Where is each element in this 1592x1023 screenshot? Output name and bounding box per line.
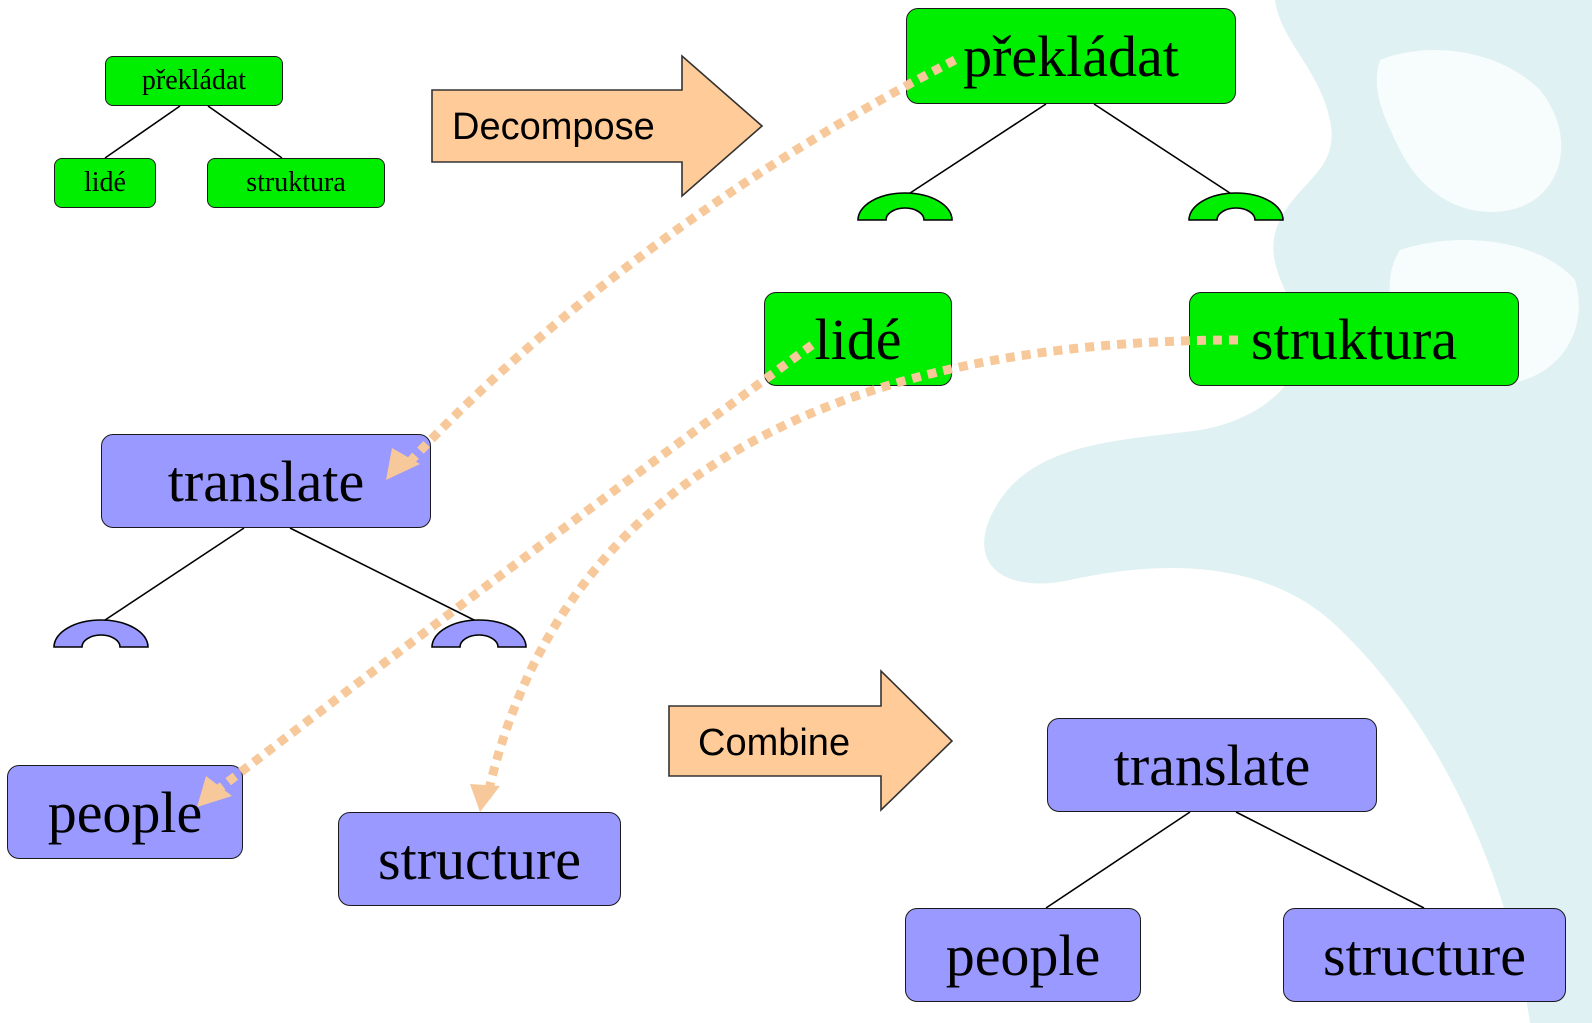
watermark-highlight: [1376, 50, 1562, 212]
translated-piece-node-2: structure: [338, 812, 621, 906]
decomposed-head-node: překládat: [906, 8, 1236, 104]
tree-edge: [903, 103, 1047, 198]
decomposed-piece-node-2: struktura: [1189, 292, 1519, 386]
combined-child-node-1: people: [905, 908, 1141, 1002]
tree-edge: [104, 105, 181, 159]
source-child-node-1: lidé: [54, 158, 156, 208]
source-root-node: překládat: [105, 56, 283, 106]
translated-piece-node-1: people: [7, 765, 243, 859]
tree-edge: [207, 105, 283, 159]
tree-edge: [289, 527, 479, 623]
green-slot-left: [857, 192, 953, 221]
decomposed-piece-node-1: lidé: [764, 292, 952, 386]
blue-slot-right: [431, 619, 527, 648]
combined-child-node-2: structure: [1283, 908, 1566, 1002]
combine-label: Combine: [698, 722, 851, 764]
translated-head-node: translate: [101, 434, 431, 528]
tree-edge: [1235, 811, 1425, 909]
source-child-node-2: struktura: [207, 158, 385, 208]
tree-edge: [1045, 811, 1191, 909]
tree-edge: [1093, 103, 1237, 198]
combined-root-node: translate: [1047, 718, 1377, 812]
background-watermark: [984, 0, 1592, 1023]
green-slot-right: [1188, 192, 1284, 221]
blue-slot-left: [53, 619, 149, 648]
tree-edge: [101, 527, 245, 623]
decompose-label: Decompose: [452, 106, 655, 148]
